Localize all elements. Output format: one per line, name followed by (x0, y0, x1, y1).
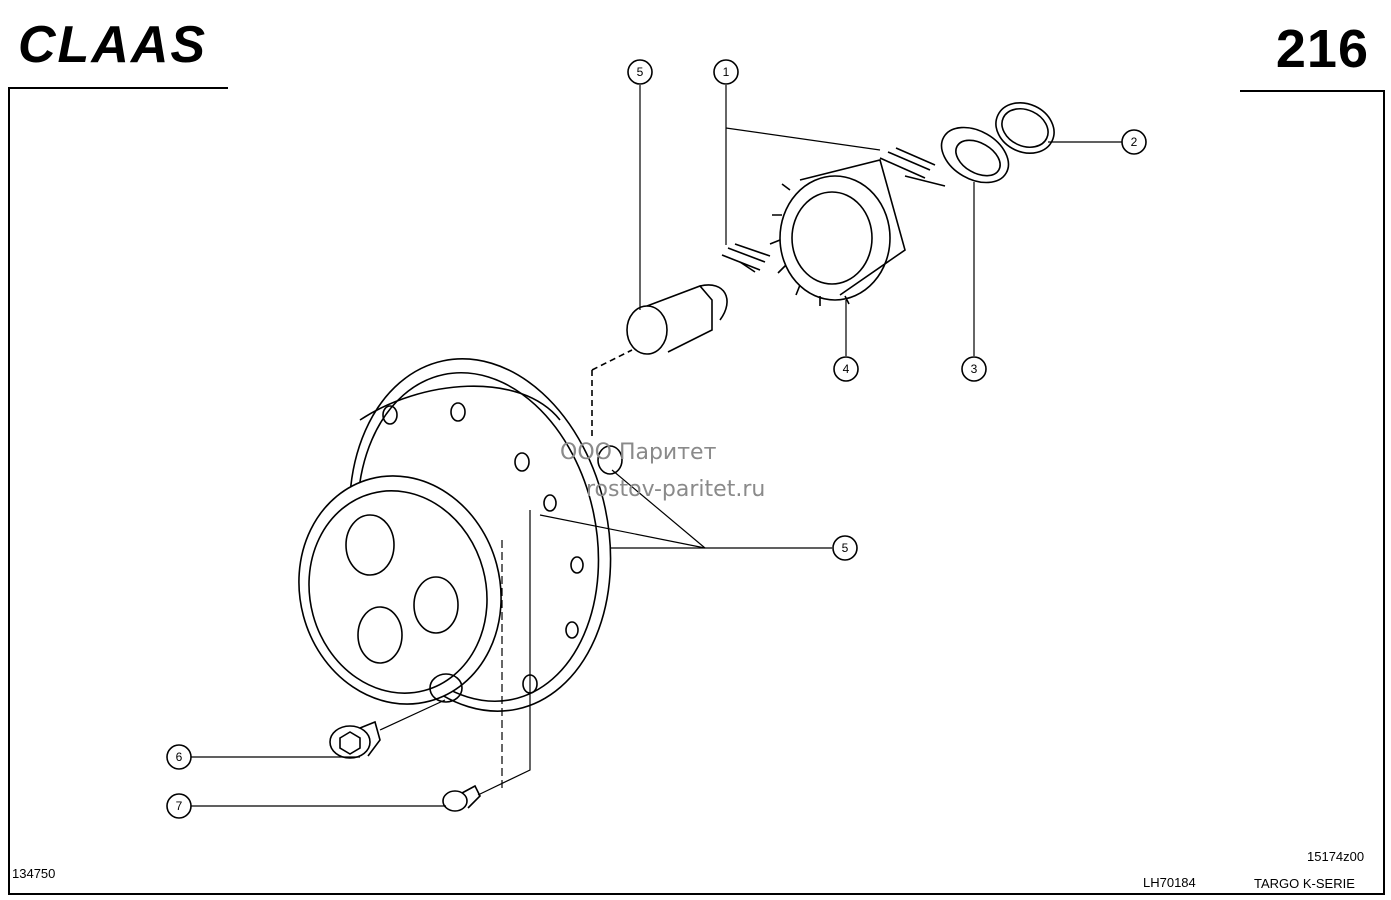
watermark-company: ООО Паритет (560, 440, 717, 465)
pin-head (597, 445, 623, 475)
hub-housing (298, 358, 623, 712)
callout-3: 3 (961, 356, 987, 382)
countersunk-screw (442, 784, 481, 812)
callout-group: 5 1 2 3 4 5 6 (166, 59, 1147, 819)
callout-1-label: 1 (723, 65, 730, 79)
callout-7: 7 (166, 793, 192, 819)
frame-bottom (8, 893, 1385, 895)
callout-4-label: 4 (843, 362, 850, 376)
header-rule-right (1240, 90, 1385, 92)
thrust-washer (940, 126, 1010, 184)
watermark-url: rostov-paritet.ru (586, 477, 766, 502)
callout-6: 6 (166, 744, 192, 770)
claas-logo-text: CLAAS (18, 16, 207, 74)
footer-left-code: 134750 (12, 866, 56, 881)
frame-right (1383, 90, 1385, 894)
frame-left (8, 88, 10, 894)
callout-6-label: 6 (176, 750, 183, 764)
footer-series: TARGO K-SERIE (1254, 876, 1355, 891)
callout-2: 2 (1121, 129, 1147, 155)
callout-5-mid-label: 5 (842, 541, 849, 555)
callout-2-label: 2 (1131, 135, 1138, 149)
needle-rollers-lower (721, 243, 771, 273)
pin-shaft (591, 284, 728, 440)
footer-drawing-number: LH70184 (1143, 875, 1196, 890)
leader-lines (191, 85, 1122, 807)
page-number: 216 (1275, 19, 1369, 79)
callout-7-label: 7 (176, 799, 183, 813)
plug-screw (329, 720, 381, 759)
callout-3-label: 3 (971, 362, 978, 376)
needle-rollers-upper (879, 147, 946, 187)
footer-doc-code: 15174z00 (1307, 849, 1365, 864)
gear (769, 159, 906, 306)
callout-5-top: 5 (627, 59, 653, 85)
callout-1: 1 (713, 59, 739, 85)
header-rule-left (8, 87, 228, 89)
callout-5-mid: 5 (832, 535, 858, 561)
callout-4: 4 (833, 356, 859, 382)
claas-logo: CLAAS (18, 16, 207, 74)
circlip (995, 102, 1055, 154)
callout-5-top-label: 5 (637, 65, 644, 79)
